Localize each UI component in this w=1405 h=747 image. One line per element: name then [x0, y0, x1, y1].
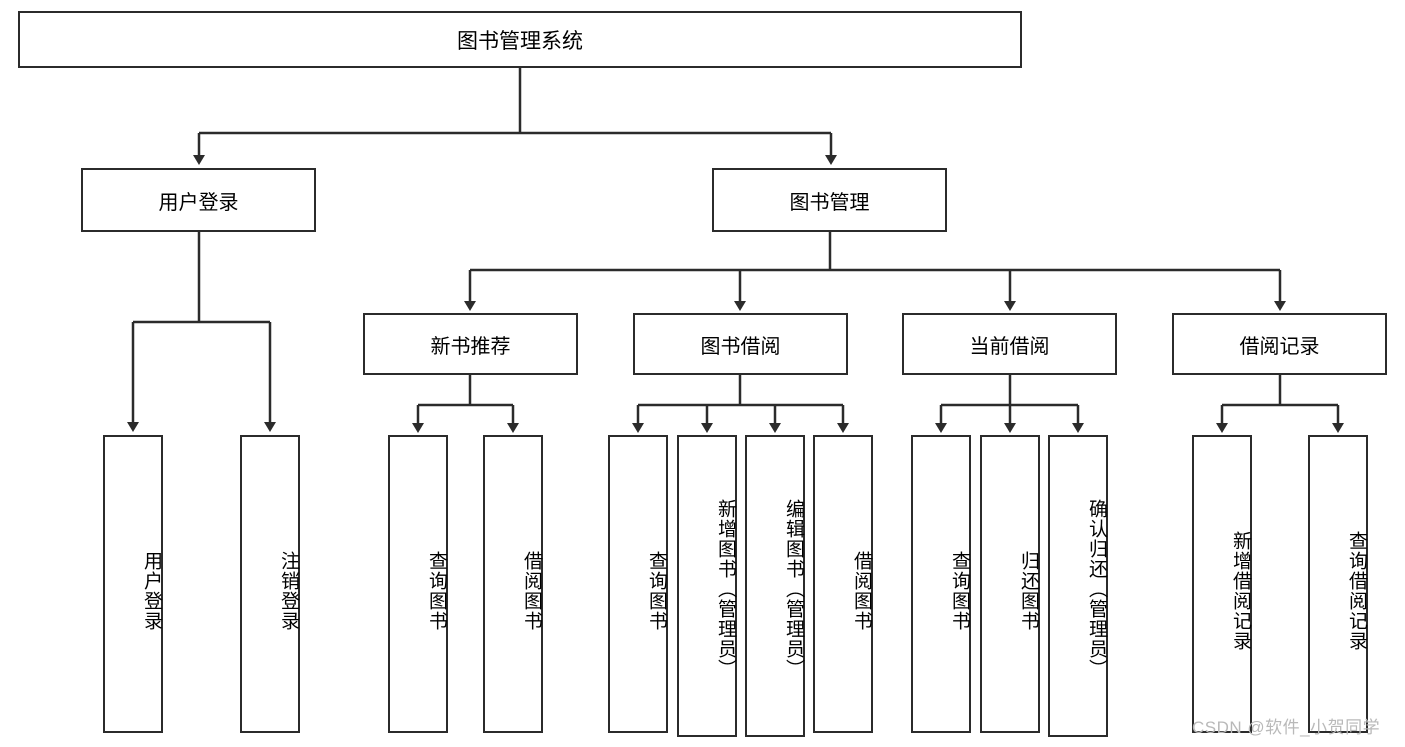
leaf-user-login-logout[interactable]: 注销登录: [240, 435, 300, 733]
node-borrow-record[interactable]: 借阅记录: [1172, 313, 1387, 375]
leaf-newbook-query-book[interactable]: 查询图书: [388, 435, 448, 733]
node-current-borrow[interactable]: 当前借阅: [902, 313, 1117, 375]
node-book-borrow[interactable]: 图书借阅: [633, 313, 848, 375]
csdn-watermark: CSDN @软件_小贺同学: [1192, 718, 1381, 737]
node-root-system[interactable]: 图书管理系统: [18, 11, 1022, 68]
node-new-book-recommend[interactable]: 新书推荐: [363, 313, 578, 375]
leaf-borrowrecord-query-record[interactable]: 查询借阅记录: [1308, 435, 1368, 733]
leaf-newbook-borrow-book[interactable]: 借阅图书: [483, 435, 543, 733]
leaf-currentborrow-query-book[interactable]: 查询图书: [911, 435, 971, 733]
leaf-currentborrow-confirm-return-admin[interactable]: 确认归还（管理员）: [1048, 435, 1108, 737]
node-book-manage[interactable]: 图书管理: [712, 168, 947, 232]
leaf-borrowrecord-add-record[interactable]: 新增借阅记录: [1192, 435, 1252, 733]
leaf-user-login-login[interactable]: 用户登录: [103, 435, 163, 733]
leaf-bookborrow-add-book-admin[interactable]: 新增图书（管理员）: [677, 435, 737, 737]
leaf-bookborrow-borrow-book[interactable]: 借阅图书: [813, 435, 873, 733]
leaf-currentborrow-return-book[interactable]: 归还图书: [980, 435, 1040, 733]
node-user-login[interactable]: 用户登录: [81, 168, 316, 232]
leaf-bookborrow-query-book[interactable]: 查询图书: [608, 435, 668, 733]
leaf-bookborrow-edit-book-admin[interactable]: 编辑图书（管理员）: [745, 435, 805, 737]
